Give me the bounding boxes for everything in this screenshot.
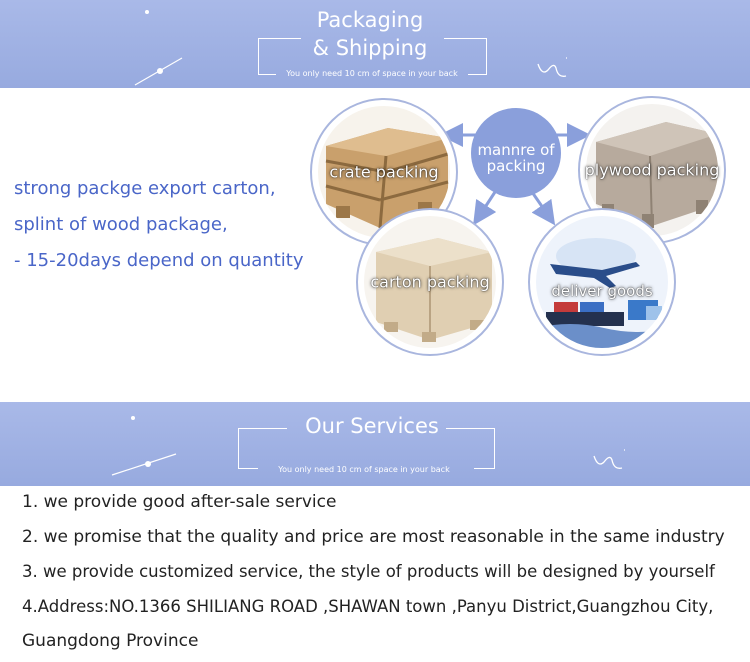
packaging-title-line2: & Shipping	[312, 36, 428, 60]
packing-hub: mannre of packing	[471, 108, 561, 198]
hub-text-line2: packing	[486, 157, 546, 175]
title-bracket-left	[258, 38, 301, 75]
packing-diagram-arrows	[439, 123, 591, 226]
hub-text-line1: mannre of	[477, 141, 555, 159]
packaging-subtitle: You only need 10 cm of space in your bac…	[286, 69, 458, 78]
decorative-line-icon	[111, 416, 625, 476]
service-item-3: 3. we provide customized service, the st…	[22, 562, 715, 581]
decorative-line-icon	[134, 10, 567, 86]
service-item-2: 2. we promise that the quality and price…	[22, 527, 725, 547]
packaging-line-2: splint of wood package,	[14, 214, 228, 235]
title-bracket-right	[446, 428, 495, 469]
service-item-1: 1. we provide good after-sale service	[22, 492, 337, 512]
services-subtitle: You only need 10 cm of space in your bac…	[278, 465, 450, 474]
plywood-packing-label: plywood packing	[584, 160, 720, 180]
title-bracket-right	[444, 38, 487, 75]
title-bracket-bottom-left	[238, 468, 258, 469]
service-item-4-line2: Guangdong Province	[22, 631, 199, 651]
title-bracket-bottom-right	[468, 74, 486, 75]
title-bracket-bottom-right	[474, 468, 494, 469]
packaging-banner: Packaging & Shipping You only need 10 cm…	[0, 0, 750, 88]
packaging-line-3: - 15-20days depend on quantity	[14, 250, 304, 271]
title-bracket-bottom-left	[258, 74, 276, 75]
plywood-box-icon	[586, 104, 718, 236]
services-title: Our Services	[305, 414, 439, 438]
carton-packing-label: carton packing	[370, 272, 490, 292]
deliver-goods-label: deliver goods	[551, 281, 653, 300]
carton-packing-circle: carton packing	[356, 208, 504, 356]
packaging-line-1: strong packge export carton,	[14, 178, 276, 199]
crate-packing-label: crate packing	[329, 162, 439, 182]
title-bracket-left	[238, 428, 287, 469]
carton-box-icon	[364, 216, 496, 348]
deliver-goods-circle: deliver goods	[528, 208, 676, 356]
packaging-title-line1: Packaging	[316, 8, 424, 32]
service-item-4-line1: 4.Address:NO.1366 SHILIANG ROAD ,SHAWAN …	[22, 597, 714, 616]
delivery-scene-icon	[536, 216, 668, 348]
services-banner: Our Services You only need 10 cm of spac…	[0, 402, 750, 486]
